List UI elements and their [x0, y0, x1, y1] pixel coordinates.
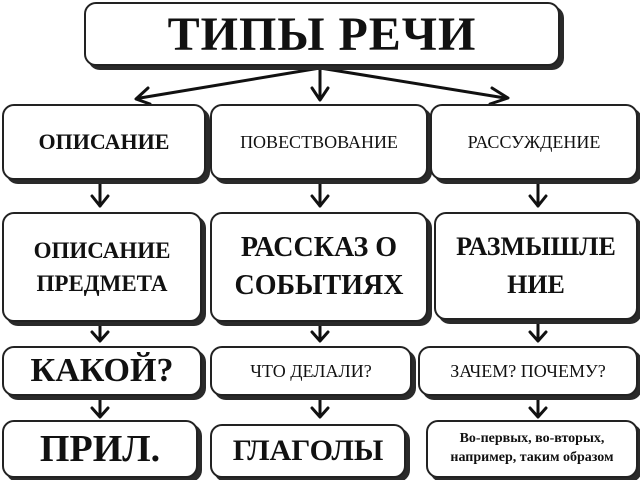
type-reasoning: РАССУЖДЕНИЕ	[430, 104, 638, 180]
subject-reasoning: РАЗМЫШЛЕ НИЕ	[434, 212, 638, 320]
type-description: ОПИСАНИЕ	[2, 104, 206, 180]
part-description: ПРИЛ.	[2, 420, 198, 478]
question-description: КАКОЙ?	[2, 346, 202, 396]
arrow-col1	[90, 180, 110, 419]
subject-narration: РАССКАЗ О СОБЫТИЯХ	[210, 212, 428, 322]
part-narration: ГЛАГОЛЫ	[210, 424, 406, 478]
arrow-title-to-description	[138, 66, 322, 100]
question-reasoning: ЗАЧЕМ? ПОЧЕМУ?	[418, 346, 638, 396]
subject-description: ОПИСАНИЕ ПРЕДМЕТА	[2, 212, 202, 322]
arrow-col2	[310, 180, 330, 419]
arrow-title-to-reasoning	[318, 66, 507, 100]
arrow-col3	[528, 180, 548, 419]
part-reasoning: Во-первых, во-вторых, например, таким об…	[426, 420, 638, 478]
diagram-title: ТИПЫ РЕЧИ	[84, 2, 560, 66]
type-narration: ПОВЕСТВОВАНИЕ	[210, 104, 428, 180]
question-narration: ЧТО ДЕЛАЛИ?	[210, 346, 412, 396]
